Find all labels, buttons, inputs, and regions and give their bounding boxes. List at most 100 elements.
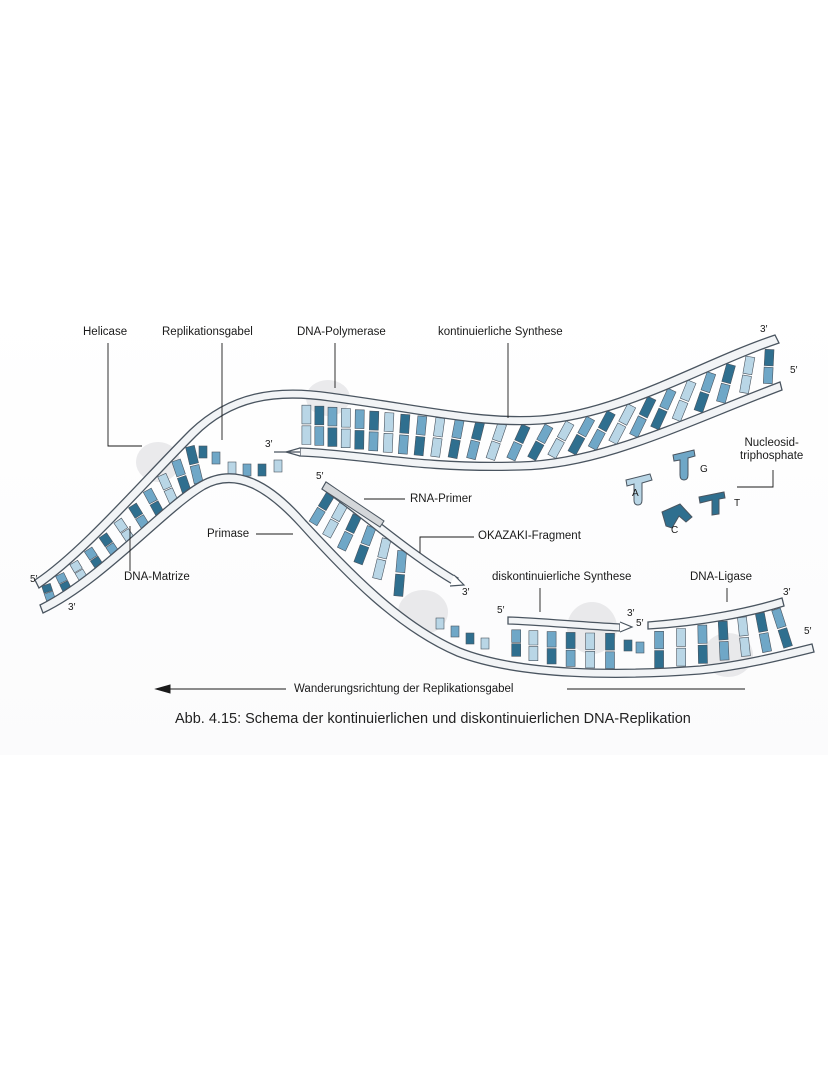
end-5prime-leading-right: 5′	[790, 365, 798, 376]
okazaki-leader	[419, 536, 474, 553]
unpaired-base	[435, 617, 445, 630]
base-block	[536, 423, 554, 445]
base-block	[372, 558, 387, 581]
base-block	[377, 537, 392, 560]
base-block	[638, 395, 657, 419]
label-nucleosid-triphosphate: Nucleosid- triphosphate	[740, 437, 803, 463]
letter-G: G	[700, 464, 708, 475]
label-wanderungsrichtung: Wanderungsrichtung der Replikationsgabel	[294, 683, 514, 695]
end-5prime-primer: 5′	[316, 471, 324, 482]
base-block	[55, 572, 68, 585]
base-block	[777, 627, 793, 649]
base-block	[739, 374, 752, 394]
end-3prime-leading: 3′	[265, 439, 273, 450]
label-dna-polymerase: DNA-Polymerase	[297, 326, 386, 338]
lagging-fragment-2	[647, 597, 785, 630]
label-okazaki-fragment: OKAZAKI-Fragment	[478, 530, 581, 542]
end-5prime-left: 5′	[30, 574, 38, 585]
base-block	[676, 647, 687, 667]
base-block	[83, 546, 98, 561]
base-block	[447, 438, 461, 459]
base-block	[301, 404, 312, 425]
base-block	[511, 629, 522, 643]
unpaired-base	[257, 463, 267, 477]
base-block	[322, 518, 339, 539]
base-block	[157, 472, 173, 491]
base-block	[128, 502, 144, 519]
unpaired-base	[273, 459, 283, 473]
base-block	[742, 355, 756, 376]
letter-A: A	[632, 488, 639, 499]
label-rna-primer: RNA-Primer	[410, 493, 472, 505]
base-block	[717, 620, 729, 641]
base-block	[718, 641, 730, 661]
base-block	[654, 650, 664, 669]
base-block	[528, 630, 539, 646]
base-pairs	[41, 348, 793, 669]
base-block	[383, 412, 395, 433]
base-block	[327, 427, 338, 447]
lower-parental-strand	[39, 473, 815, 678]
base-block	[659, 387, 677, 411]
label-kontinuierliche-synthese: kontinuierliche Synthese	[438, 326, 563, 338]
base-block	[565, 649, 576, 667]
nucleotide-C	[661, 503, 693, 529]
base-block	[506, 441, 523, 462]
base-block	[771, 607, 787, 629]
base-block	[113, 517, 129, 534]
label-replikationsgabel: Replikationsgabel	[162, 326, 253, 338]
unpaired-base	[480, 637, 490, 650]
end-3prime-upper-right: 3′	[760, 324, 768, 335]
base-block	[763, 348, 775, 367]
base-block	[330, 502, 348, 523]
strand-arrows	[274, 447, 634, 633]
base-block	[679, 379, 697, 402]
base-block	[98, 532, 114, 548]
end-5prime-fragment1: 5′	[497, 605, 505, 616]
base-block	[565, 632, 576, 649]
end-5prime-fragment2: 5′	[636, 618, 644, 629]
base-block	[360, 525, 377, 547]
base-block	[354, 409, 365, 429]
end-3prime-okazaki: 3′	[462, 587, 470, 598]
base-block	[597, 410, 616, 433]
base-block	[171, 458, 186, 478]
base-block	[739, 636, 751, 657]
rna-primer	[321, 481, 385, 528]
helicase-leader	[107, 343, 142, 447]
base-block	[546, 648, 557, 665]
base-block	[368, 431, 379, 452]
unpaired-base	[242, 463, 252, 477]
base-block	[430, 437, 443, 458]
nucleotide-G	[672, 449, 696, 481]
nucleotide-A	[625, 473, 653, 506]
base-block	[528, 646, 539, 662]
base-block	[762, 366, 774, 385]
letter-C: C	[671, 525, 679, 536]
unpaired-base	[211, 451, 221, 465]
base-block	[353, 544, 370, 566]
base-block	[413, 435, 426, 457]
base-block	[415, 415, 428, 436]
base-block	[485, 440, 501, 461]
end-3prime-fragment2: 3′	[783, 587, 791, 598]
base-block	[697, 624, 708, 644]
end-3prime-fragment1: 3′	[627, 608, 635, 619]
base-block	[654, 630, 664, 650]
base-block	[397, 434, 409, 455]
direction-arrow-head	[154, 684, 171, 694]
base-block	[585, 650, 595, 669]
letter-T: T	[734, 498, 741, 509]
base-block	[577, 415, 596, 438]
unpaired-base	[227, 461, 237, 475]
base-block	[345, 513, 362, 534]
base-block	[314, 405, 325, 426]
base-block	[382, 432, 394, 453]
unpaired-base	[635, 641, 645, 654]
label-dna-matrize: DNA-Matrize	[124, 571, 190, 583]
label-nucleosid-line2: triphosphate	[740, 450, 804, 463]
base-block	[337, 530, 354, 552]
base-block	[585, 632, 595, 650]
base-block	[466, 439, 481, 461]
base-block	[395, 550, 407, 574]
